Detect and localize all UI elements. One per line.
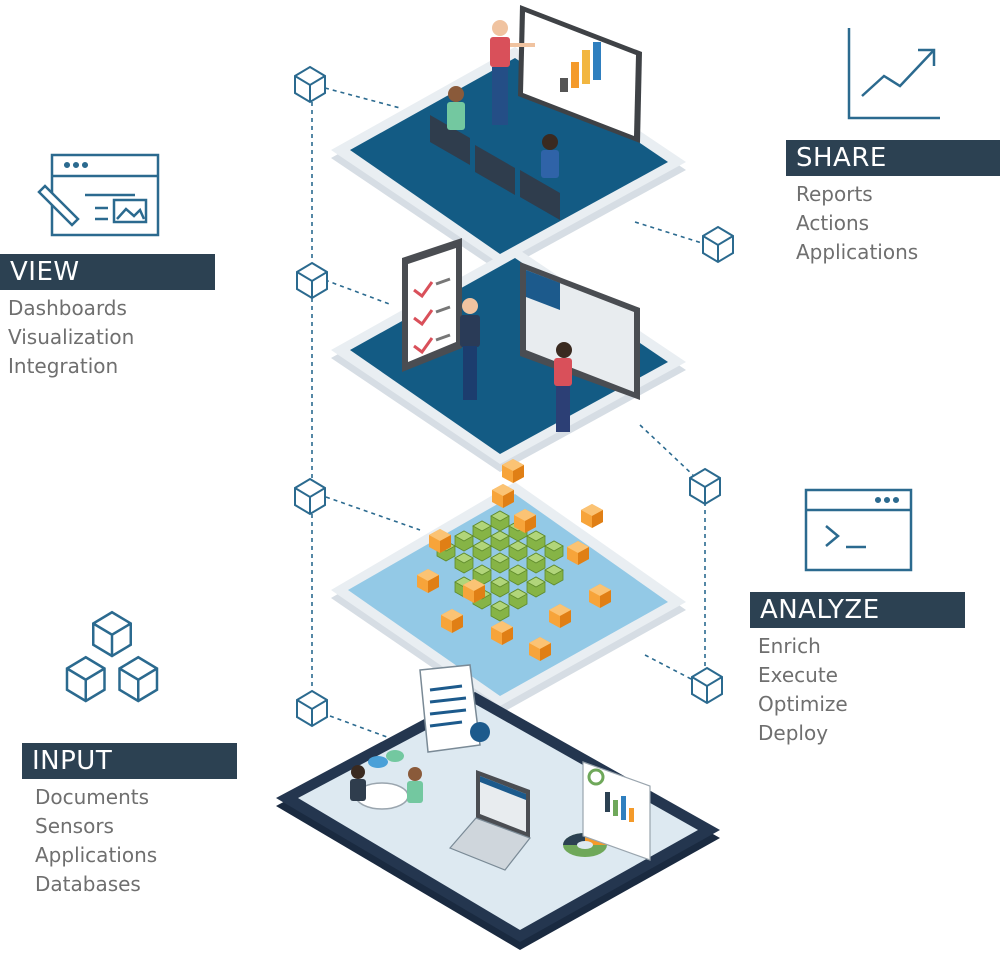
input-item: Sensors [35,814,114,838]
view-items: Dashboards Visualization Integration [0,294,215,381]
dashed-connectors [311,87,706,741]
analyze-item: Deploy [758,721,829,745]
input-item: Applications [35,843,158,867]
analyze-title: ANALYZE [750,592,965,628]
analyze-layer-platform [331,459,686,714]
view-title: VIEW [0,254,215,290]
analyze-terminal-icon [804,488,913,572]
analyze-items: Enrich Execute Optimize Deploy [750,632,965,748]
view-item: Visualization [8,325,135,349]
share-title: SHARE [786,140,1000,176]
share-growth-chart-icon [847,28,940,120]
share-layer-platform [331,5,686,272]
input-item: Databases [35,872,141,896]
analyze-item: Enrich [758,634,821,658]
analyze-section: ANALYZE Enrich Execute Optimize Deploy [750,592,965,748]
share-item: Actions [796,211,870,235]
input-section: INPUT Documents Sensors Applications Dat… [22,743,237,899]
share-section: SHARE Reports Actions Applications [786,140,1000,267]
share-items: Reports Actions Applications [786,180,1000,267]
view-window-icon [37,153,160,237]
analyze-item: Optimize [758,692,848,716]
input-items: Documents Sensors Applications Databases [22,783,237,899]
analyze-item: Execute [758,663,838,687]
share-item: Applications [796,240,919,264]
view-item: Dashboards [8,296,127,320]
input-cubes-icon [65,611,159,703]
input-title: INPUT [22,743,237,779]
share-item: Reports [796,182,873,206]
view-item: Integration [8,354,119,378]
view-section: VIEW Dashboards Visualization Integratio… [0,254,215,381]
input-item: Documents [35,785,150,809]
input-layer-platform [276,664,720,950]
view-layer-platform [331,238,686,472]
